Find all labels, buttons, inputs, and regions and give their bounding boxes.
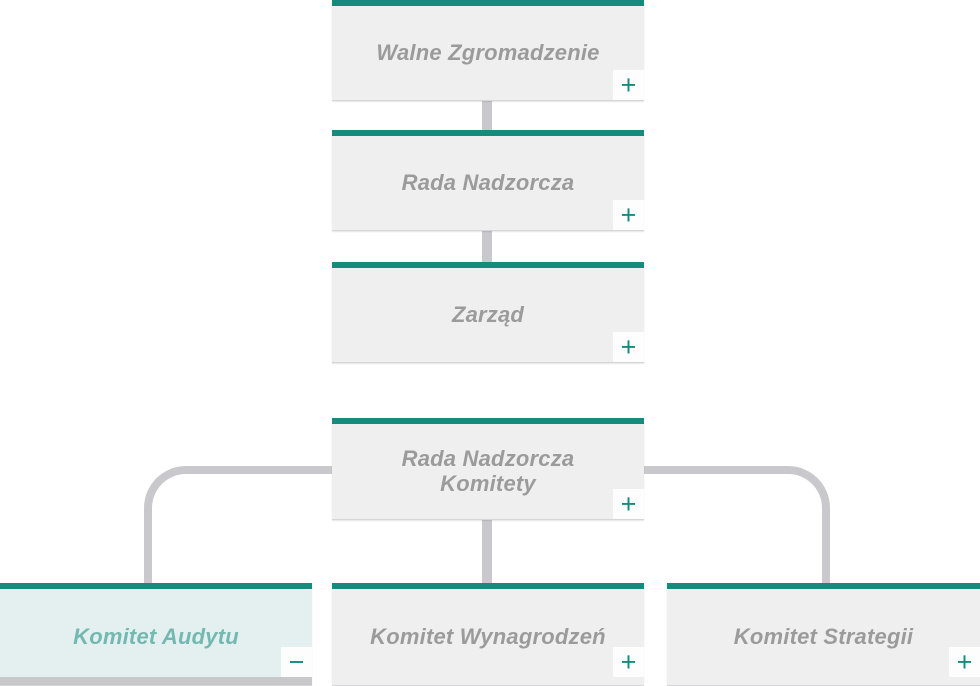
expand-button-walne-zgromadzenie[interactable]: + — [613, 70, 644, 100]
node-label: Rada Nadzorcza — [401, 169, 575, 195]
expand-button-komitet-strategii[interactable]: + — [949, 647, 980, 677]
connector-komitety-to-wynagrodzen — [482, 520, 492, 583]
connector-komitety-to-strategii — [644, 466, 830, 583]
connector-komitety-to-audytu — [144, 466, 332, 583]
node-komitet-strategii[interactable]: Komitet Strategii + — [667, 583, 980, 686]
collapse-button-komitet-audytu[interactable]: − — [281, 647, 312, 677]
node-rada-nadzorcza-komitety[interactable]: Rada Nadzorcza Komitety + — [332, 418, 644, 520]
node-label: Komitet Audytu — [73, 623, 239, 649]
node-label-line1: Rada Nadzorcza — [401, 445, 575, 471]
node-zarzad[interactable]: Zarząd + — [332, 262, 644, 363]
node-rada-nadzorcza[interactable]: Rada Nadzorcza + — [332, 130, 644, 231]
node-label: Walne Zgromadzenie — [376, 39, 600, 65]
node-label: Zarząd — [451, 301, 525, 327]
node-komitet-audytu[interactable]: Komitet Audytu − — [0, 583, 312, 686]
expand-button-komitet-wynagrodzen[interactable]: + — [613, 647, 644, 677]
connector-rada-to-zarzad — [482, 231, 492, 262]
expand-button-rada-nadzorcza[interactable]: + — [613, 200, 644, 230]
expanded-children-connector — [0, 677, 312, 685]
expand-button-rada-nadzorcza-komitety[interactable]: + — [613, 489, 644, 519]
node-label: Komitet Wynagrodzeń — [370, 623, 606, 649]
node-label: Komitet Strategii — [733, 623, 914, 649]
node-label: Rada Nadzorcza Komitety — [402, 446, 575, 498]
node-komitet-wynagrodzen[interactable]: Komitet Wynagrodzeń + — [332, 583, 644, 686]
connector-walne-to-rada — [482, 101, 492, 130]
node-walne-zgromadzenie[interactable]: Walne Zgromadzenie + — [332, 0, 644, 101]
node-label-line2: Komitety — [440, 470, 536, 496]
expand-button-zarzad[interactable]: + — [613, 332, 644, 362]
